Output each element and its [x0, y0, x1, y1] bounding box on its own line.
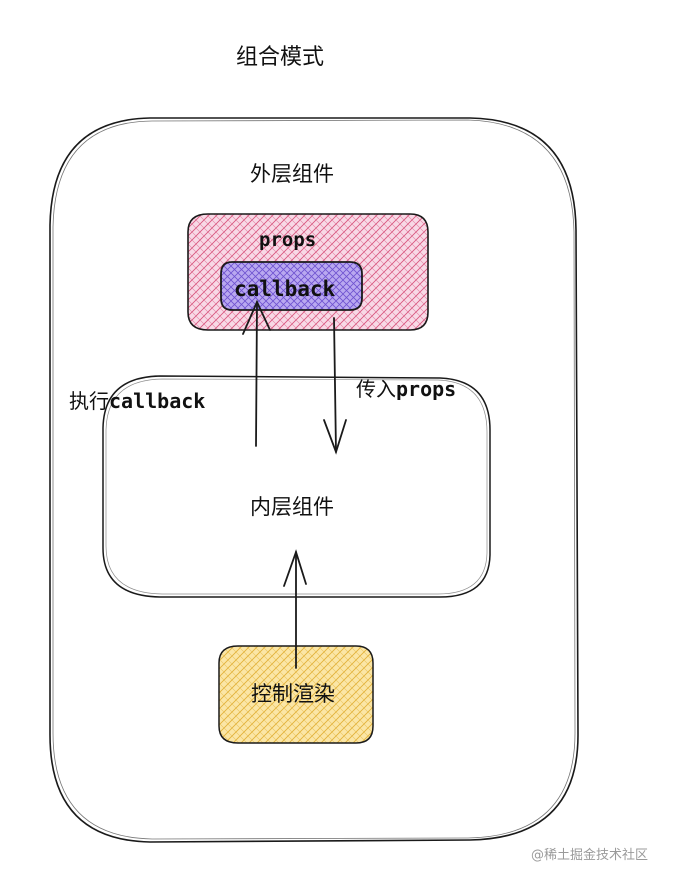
- outer-component-label: 外层组件: [250, 162, 334, 186]
- props-label: props: [259, 229, 317, 251]
- callback-label: callback: [234, 277, 336, 301]
- inner-component-label: 内层组件: [250, 495, 334, 519]
- pass-props-label: 传入props: [356, 379, 456, 399]
- inner-container: [102, 375, 491, 598]
- execute-callback-label: 执行callback: [69, 391, 205, 411]
- pass-props-code: props: [396, 377, 457, 401]
- execute-callback-prefix: 执行: [69, 389, 109, 413]
- watermark: @稀土掘金技术社区: [531, 848, 649, 863]
- pass-props-prefix: 传入: [356, 377, 396, 401]
- page-title: 组合模式: [236, 45, 325, 70]
- render-control-label: 控制渲染: [251, 682, 335, 706]
- render-control-arrow: [283, 549, 307, 669]
- outer-container: [49, 117, 579, 843]
- callback-box: [220, 261, 363, 311]
- render-control-box: [218, 645, 374, 744]
- execute-callback-arrow: [242, 299, 271, 447]
- pass-props-arrow: [323, 317, 347, 455]
- execute-callback-code: callback: [109, 389, 206, 413]
